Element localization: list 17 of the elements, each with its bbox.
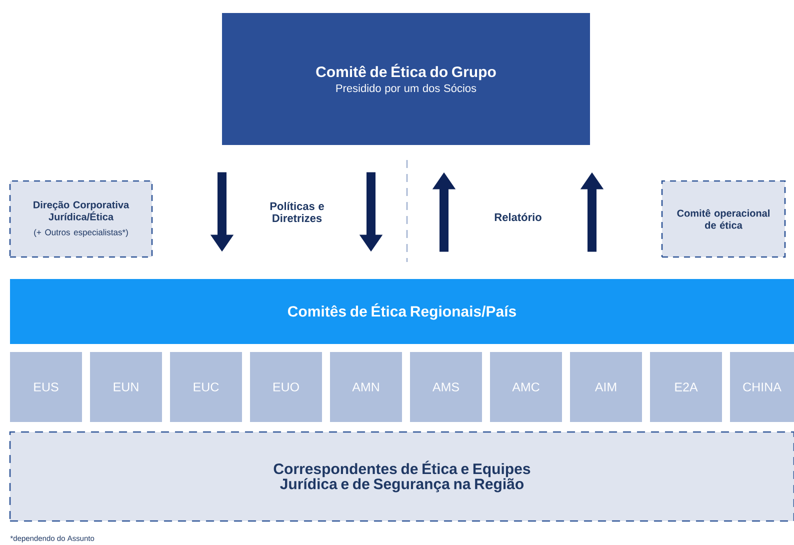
region-box: AIM bbox=[570, 352, 642, 422]
region-box: EUN bbox=[90, 352, 162, 422]
header-box: Comitê de Ética do Grupo Presidido por um dos Sócios bbox=[222, 13, 590, 145]
region-box: EUS bbox=[10, 352, 82, 422]
flow-label: Políticas e Diretrizes bbox=[270, 202, 324, 222]
region-box: AMS bbox=[410, 352, 482, 422]
flow-label: Relatório bbox=[494, 212, 542, 222]
region-box: EUO bbox=[250, 352, 322, 422]
side-box: Comitê operacional de ética bbox=[661, 180, 786, 258]
region-box: AMN bbox=[330, 352, 402, 422]
regional-band: Comitês de Ética Regionais/País bbox=[10, 279, 794, 344]
side-box: Direção Corporativa Jurídica/Ética (+ Outros especialistas*) bbox=[9, 180, 153, 258]
region-box: E2A bbox=[650, 352, 722, 422]
region-box: CHINA bbox=[730, 352, 794, 422]
region-box: EUC bbox=[170, 352, 242, 422]
group-box: Correspondentes de Ética e Equipes Jurídica e de Segurança na Região bbox=[9, 431, 794, 522]
region-box: AMC bbox=[490, 352, 562, 422]
